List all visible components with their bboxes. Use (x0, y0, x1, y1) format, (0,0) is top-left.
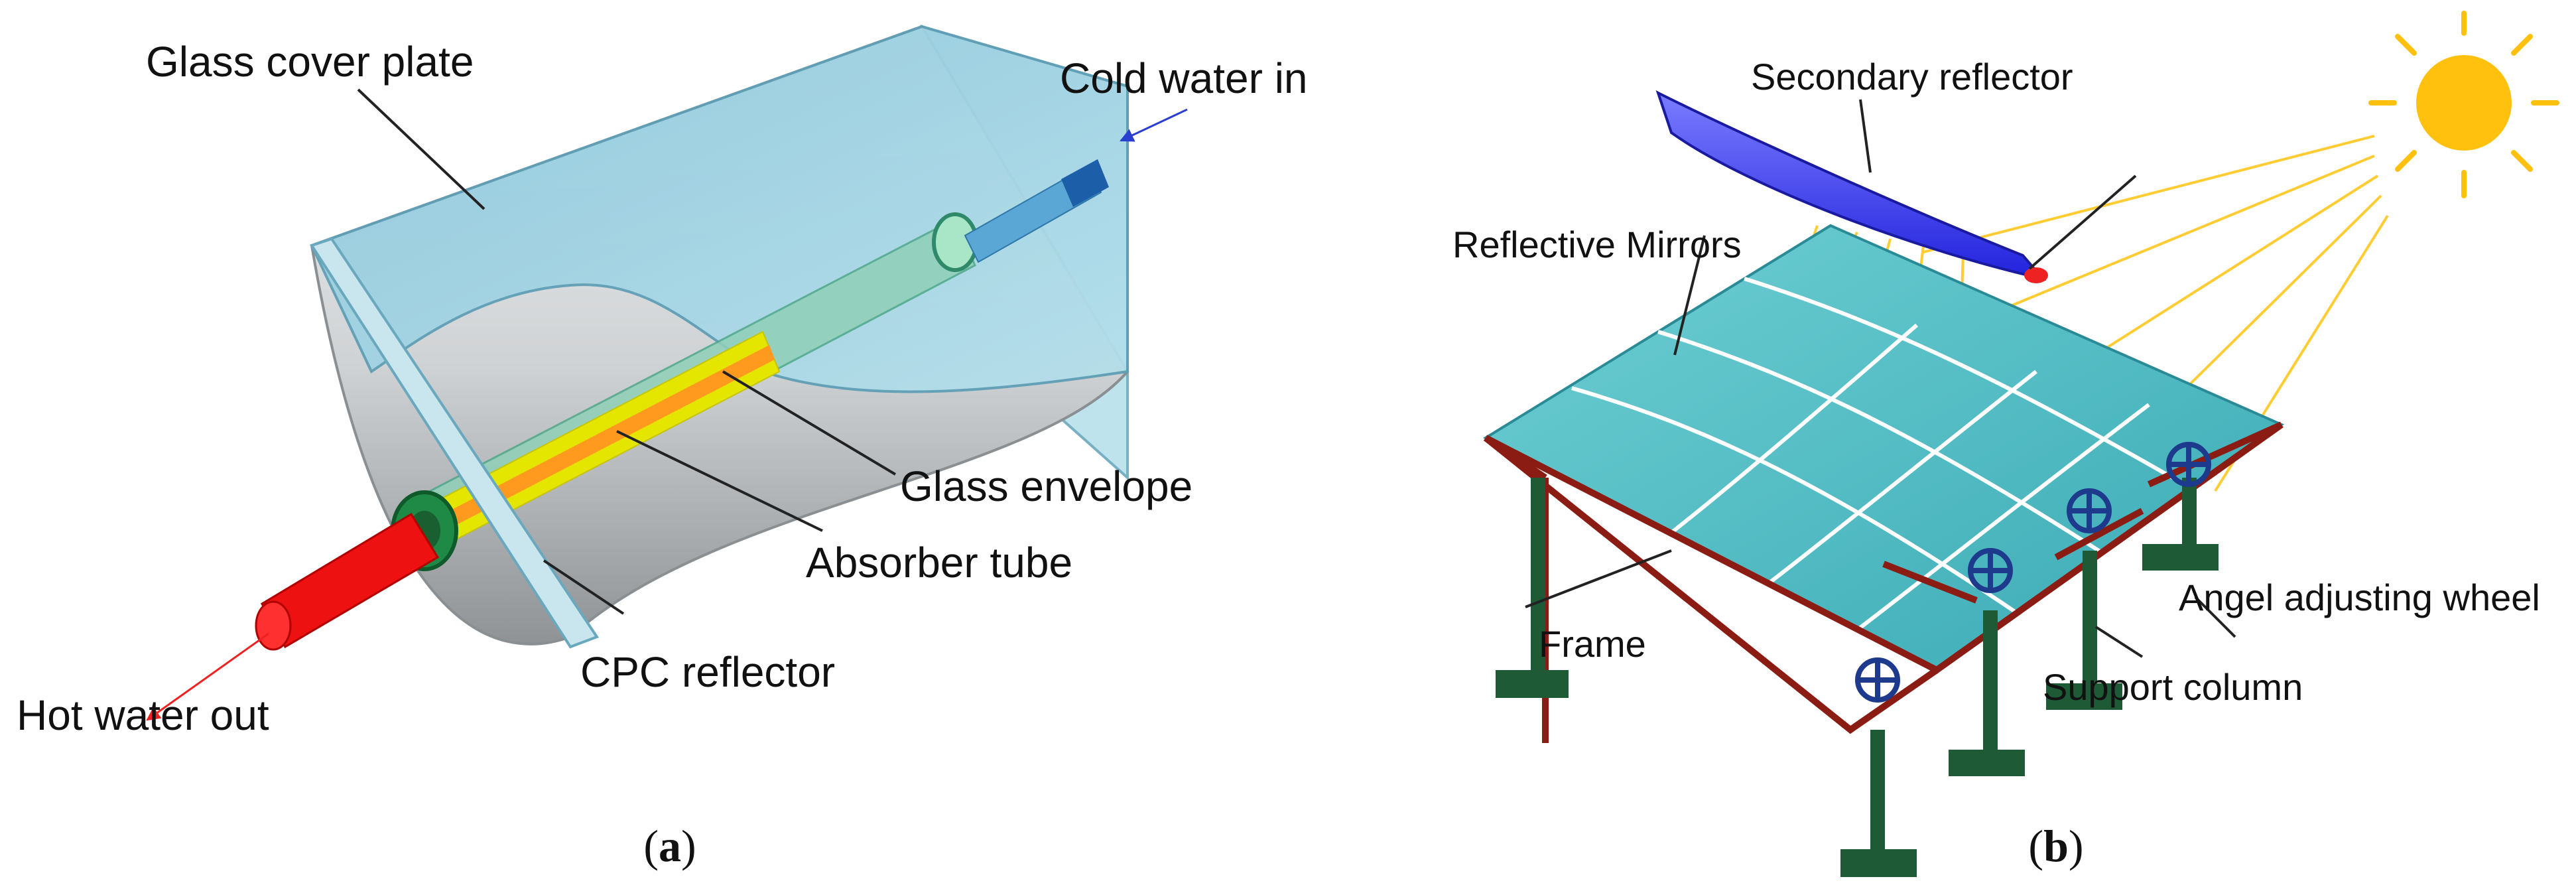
glass-cover-plate (310, 25, 1129, 393)
support-columns (1496, 478, 2219, 877)
secondary-reflector-end (2024, 267, 2048, 283)
caption-b: (b) (2028, 821, 2083, 871)
panel-b-leaders (1525, 99, 2236, 658)
reflective-mirror-field (1482, 224, 2285, 672)
mirror-array (1482, 224, 2285, 672)
frame (1483, 421, 2284, 743)
label-cold-water-in: Cold water in (1060, 54, 1308, 102)
absorber-tube-orange (428, 345, 775, 537)
sun-icon (2368, 11, 2559, 198)
panel-a-illustration (255, 25, 1129, 651)
label-cpc-reflector: CPC reflector (580, 648, 835, 696)
label-hot-water-out: Hot water out (17, 691, 269, 739)
label-reflective-mirrors: Reflective Mirrors (1452, 224, 1742, 265)
label-absorber-tube: Absorber tube (806, 539, 1072, 586)
hot-water-pipe-end (255, 600, 292, 651)
label-secondary-reflector: Secondary reflector (1751, 56, 2073, 98)
front-end-plate (309, 237, 600, 649)
label-glass-envelope: Glass envelope (900, 462, 1192, 510)
label-frame: Frame (1539, 623, 1646, 665)
cold-water-pipe-inlet (1061, 159, 1109, 207)
label-angle-adjusting-wheel: Angel adjusting wheel (2179, 577, 2540, 618)
label-support-column: Support column (2043, 666, 2303, 708)
label-glass-cover-plate: Glass cover plate (146, 38, 474, 86)
angle-adjusting-wheel-icon (1855, 442, 2211, 703)
caption-a: (a) (643, 821, 696, 871)
panel-a-leaders (146, 88, 1188, 721)
